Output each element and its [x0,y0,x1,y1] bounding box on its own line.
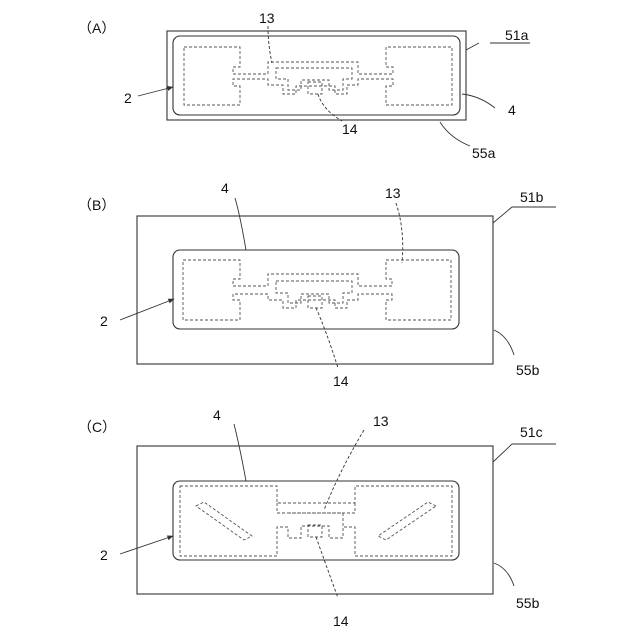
label-13-a: 13 [259,10,275,26]
label-4-a: 4 [508,102,516,118]
panel-c: （C） 51c 55b 4 13 2 14 [78,407,556,629]
sheet-51a [167,31,466,120]
sheet-51c [137,446,493,594]
label-2-b: 2 [100,313,108,329]
label-14-c: 14 [333,613,349,629]
panel-b-label: （B） [78,197,115,213]
label-13-b: 13 [385,185,401,201]
label-13-c: 13 [373,413,389,429]
label-51b: 51b [520,189,544,205]
label-55a: 55a [472,145,496,161]
ic-chip [308,525,322,537]
panel-c-label: （C） [78,419,116,435]
label-51c: 51c [520,424,543,440]
inlay-outline-4 [173,250,459,329]
label-4-c: 4 [213,407,221,423]
label-51a: 51a [505,27,529,43]
panel-a-label: （A） [78,20,115,36]
label-14-b: 14 [333,373,349,389]
label-55b-b: 55b [516,362,540,378]
panel-a: （A） 51a 4 55a 2 13 14 [78,10,530,161]
label-2-c: 2 [100,547,108,563]
sheet-51b [137,216,493,364]
dipole-antenna [183,260,451,320]
label-55b-c: 55b [516,595,540,611]
dipole-antenna [184,47,452,105]
label-14-a: 14 [342,121,358,137]
inlay-outline-4 [173,36,460,115]
ic-chip [308,296,322,308]
label-2-a: 2 [124,90,132,106]
ic-chip [308,82,322,94]
label-4-b: 4 [221,180,229,196]
meander-antenna [180,486,452,556]
panel-b: （B） 51b 55b 4 13 2 14 [78,180,556,389]
